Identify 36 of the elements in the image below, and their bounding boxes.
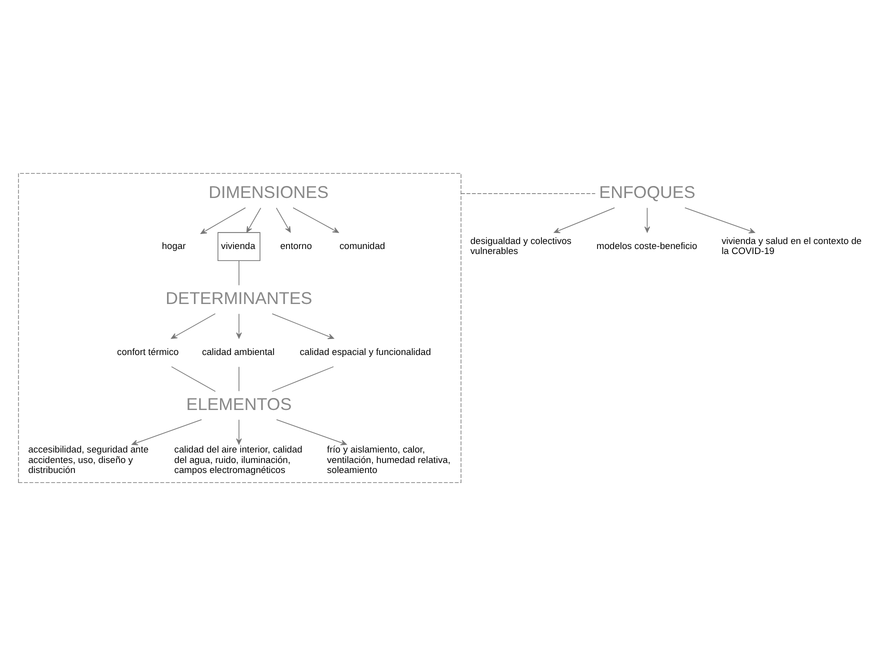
connector xyxy=(238,366,240,392)
node-text: vivienda y salud en el contexto de la COVID-19 xyxy=(722,236,862,256)
connector xyxy=(272,366,334,392)
node-text: DETERMINANTES xyxy=(166,288,312,308)
arrow xyxy=(246,208,262,233)
node-text: comunidad xyxy=(339,241,386,251)
node-text: DIMENSIONES xyxy=(208,182,329,202)
node-box: vivienda xyxy=(218,232,260,261)
node-text: entorno xyxy=(280,241,312,251)
connector xyxy=(171,366,216,392)
arrow xyxy=(272,313,334,340)
arrow xyxy=(644,208,650,233)
arrow xyxy=(684,207,755,234)
node-text: ELEMENTOS xyxy=(186,394,292,414)
node-text: calidad del aire interior, calidad del agua, ruido, iluminación, campos electromagnéticos xyxy=(174,444,302,475)
arrow xyxy=(236,419,242,445)
node-text: accesibilidad, seguridad ante accidentes, uso, diseño y distribución xyxy=(28,444,149,475)
connector xyxy=(460,193,596,194)
arrow xyxy=(276,208,291,233)
node-text: ENFOQUES xyxy=(599,182,696,202)
node-text: frío y aislamiento, calor, ventilación, humedad relativa, soleamiento xyxy=(327,444,450,475)
node-text: calidad ambiental xyxy=(202,346,275,357)
arrow xyxy=(276,419,347,446)
arrow xyxy=(292,207,339,233)
arrow xyxy=(132,419,202,446)
node-text: modelos coste-beneficio xyxy=(596,241,698,251)
arrow xyxy=(554,207,615,234)
node-text: calidad espacial y funcionalidad xyxy=(300,346,431,357)
node-text: confort térmico xyxy=(117,346,179,357)
arrow xyxy=(200,207,246,234)
node-text: hogar xyxy=(162,241,186,251)
arrow xyxy=(236,313,242,339)
connector xyxy=(238,260,240,286)
cluster xyxy=(18,172,462,484)
node-text: desigualdad y colectivos vulnerables xyxy=(470,236,572,256)
arrow xyxy=(171,313,216,339)
